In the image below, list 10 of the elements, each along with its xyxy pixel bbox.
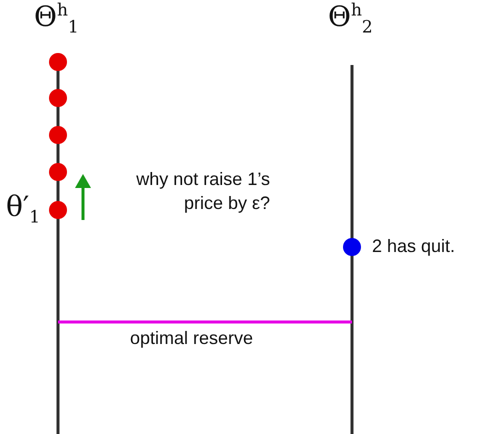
marker-dot [49,89,67,107]
annotation-text: 2 has quit. [372,236,456,257]
marker-dot [343,238,361,256]
axis-label: optimal reserve [130,328,254,349]
marker-dot [49,53,67,71]
marker-dot [49,201,67,219]
math-label: θ′$_{1}$ [6,190,40,228]
annotation-text: why not raise 1’s price by ε? [135,168,270,215]
marker-dot [49,126,67,144]
marker-dot [49,163,67,181]
